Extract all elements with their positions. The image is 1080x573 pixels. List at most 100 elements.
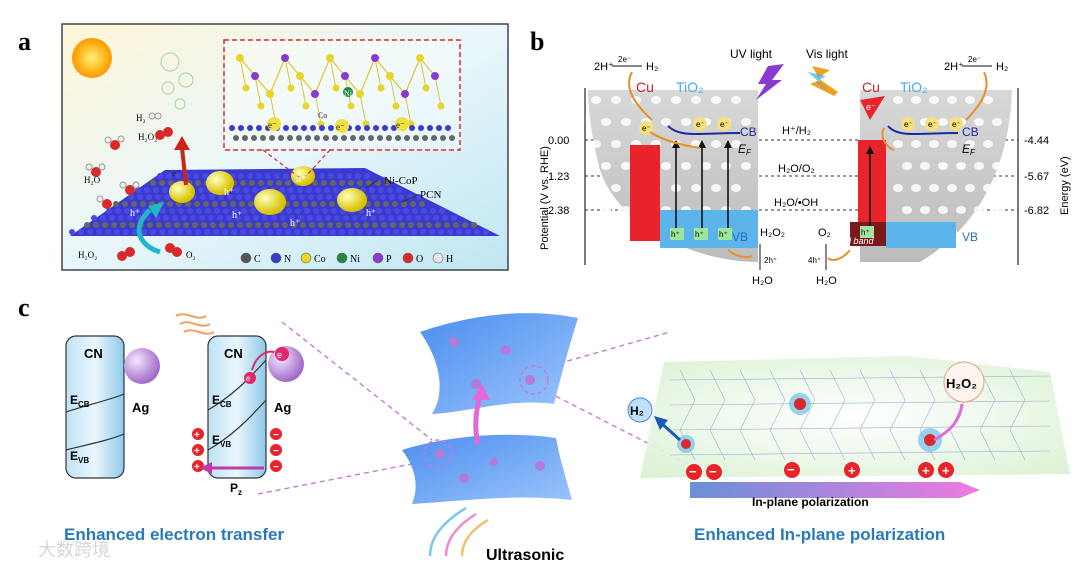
svg-text:h⁺: h⁺ [671, 230, 680, 239]
vis-light-label: Vis light [806, 47, 848, 61]
electron-on-ag: e [277, 350, 282, 360]
h2o2-bubble [943, 361, 985, 403]
sun-icon [72, 38, 112, 78]
right-axis-label: Energy (eV) [1059, 156, 1071, 215]
svg-text:e⁻: e⁻ [928, 120, 937, 129]
label-nicop: Ni-CoP [384, 175, 418, 187]
svg-text:-5.67: -5.67 [1024, 171, 1049, 183]
evb-label-right: EVB [212, 433, 231, 449]
zoom-circle-top [519, 365, 549, 395]
legend-label-o: O [416, 254, 423, 265]
h2o2-label: H₂O₂ [946, 376, 977, 391]
ef-right-label: EF [962, 142, 976, 157]
vis-light-icon [810, 66, 838, 96]
cb-right-label: CB [962, 125, 979, 139]
charge-signs-polarization: − − − + + + [686, 462, 954, 480]
watermark: 大数跨境 [38, 540, 110, 560]
vb-right-label: VB [962, 230, 978, 244]
svg-text:−: − [273, 446, 279, 457]
h2o-o2-label: H₂O/O₂ [778, 163, 815, 175]
ag-dots-center [435, 337, 545, 483]
panel-a-letter: a [18, 27, 31, 56]
panel-c: c CN Ag ECB EVB e e CN Ag ECB EVB [18, 293, 1070, 564]
nicop-inset [223, 39, 461, 151]
panel-c-letter: c [18, 293, 30, 322]
vb-right [886, 222, 956, 248]
legend-swatch-p [372, 252, 384, 264]
nicop-lattice-icon [229, 54, 455, 141]
reaction-h2-left: H₂ [646, 61, 658, 73]
svg-text:h⁺: h⁺ [366, 208, 376, 219]
zoom-circle-bottom [423, 439, 453, 469]
co-particles [169, 166, 367, 215]
ultrasound-waves-icon [175, 313, 215, 335]
reaction-h2-right: H₂ [996, 61, 1008, 73]
cu-left-label: Cu [636, 79, 654, 95]
ef-left-label: EF [738, 142, 752, 157]
hole-labels: h⁺ h⁺ h⁺ h⁺ [671, 228, 870, 239]
h2-bubble [627, 397, 653, 423]
svg-text:+: + [194, 462, 200, 473]
excitation-arrows [675, 146, 871, 232]
inset-connector [262, 149, 331, 179]
tio2-right-label: TiO₂ [900, 79, 927, 95]
bubbles-icon [160, 52, 194, 110]
legend-swatch-co [300, 252, 312, 264]
vb-left-label: VB [732, 230, 748, 244]
legend-label-p: P [386, 254, 392, 265]
hh2-label: H⁺/H₂ [782, 125, 811, 137]
legend-label-n: N [284, 254, 291, 265]
ecb-label-right: ECB [212, 393, 232, 409]
hole-arrow [136, 208, 161, 255]
svg-text:e⁻: e⁻ [396, 120, 405, 130]
magnify-connectors [257, 321, 701, 495]
hole-markers [670, 226, 874, 240]
cu-right-label: Cu [862, 79, 880, 95]
legend-swatch-n [270, 252, 282, 264]
uv-light-label: UV light [730, 47, 773, 61]
polarization-bar [690, 482, 980, 498]
cn-bar-right [207, 335, 267, 479]
svg-text:+: + [848, 463, 856, 478]
two-h-label: 2h⁺ [764, 256, 777, 265]
svg-text:e⁻: e⁻ [720, 120, 729, 129]
ultrasonic-waves-icon [428, 506, 489, 557]
reaction-2e-right: 2e⁻ [968, 55, 981, 64]
svg-text:h⁺: h⁺ [290, 218, 300, 229]
vis-electron-label: e⁻ [866, 102, 876, 112]
four-h-label: 4h⁺ [808, 256, 821, 265]
d-band-label: d band [846, 236, 875, 246]
svg-text:e⁻: e⁻ [904, 120, 913, 129]
svg-text:Ni: Ni [344, 89, 353, 98]
inset-electron-labels: e⁻ e⁻ e⁻ e⁻ Co Ni [172, 89, 405, 178]
reaction-2h-left: 2H⁺ [594, 61, 614, 73]
transfer-arrows [628, 71, 988, 261]
h2o-right-label: H₂O [816, 275, 837, 287]
o2-product-label: O₂ [818, 227, 831, 239]
svg-text:h⁺: h⁺ [224, 187, 234, 198]
cu-band-right [858, 140, 886, 226]
svg-text:−: − [709, 464, 717, 479]
svg-text:Co: Co [318, 111, 327, 120]
ag-particle-left [124, 348, 160, 384]
label-h2o: H₂O [84, 175, 101, 185]
h2o-oh-label: H₂O/•OH [774, 197, 818, 209]
cn-sheet-bottom [402, 434, 572, 504]
h2o-molecules-icon [85, 112, 182, 261]
charge-signs-bar: +++ −−− [192, 428, 282, 473]
legend-label-h: H [446, 254, 453, 265]
legend-label-ni: Ni [350, 254, 360, 265]
svg-text:h⁺: h⁺ [296, 174, 306, 185]
cb-left-label: CB [740, 125, 757, 139]
svg-text:+: + [922, 463, 930, 478]
label-h2o2-bottom: H₂O₂ [78, 250, 97, 260]
svg-text:e⁻: e⁻ [952, 120, 961, 129]
svg-text:2.38: 2.38 [548, 205, 569, 217]
svg-text:e⁻: e⁻ [268, 120, 277, 130]
ag-label-right: Ag [274, 400, 291, 415]
svg-text:h⁺: h⁺ [861, 228, 870, 237]
svg-text:h⁺: h⁺ [232, 210, 242, 221]
svg-text:+: + [942, 463, 950, 478]
svg-text:+: + [194, 446, 200, 457]
